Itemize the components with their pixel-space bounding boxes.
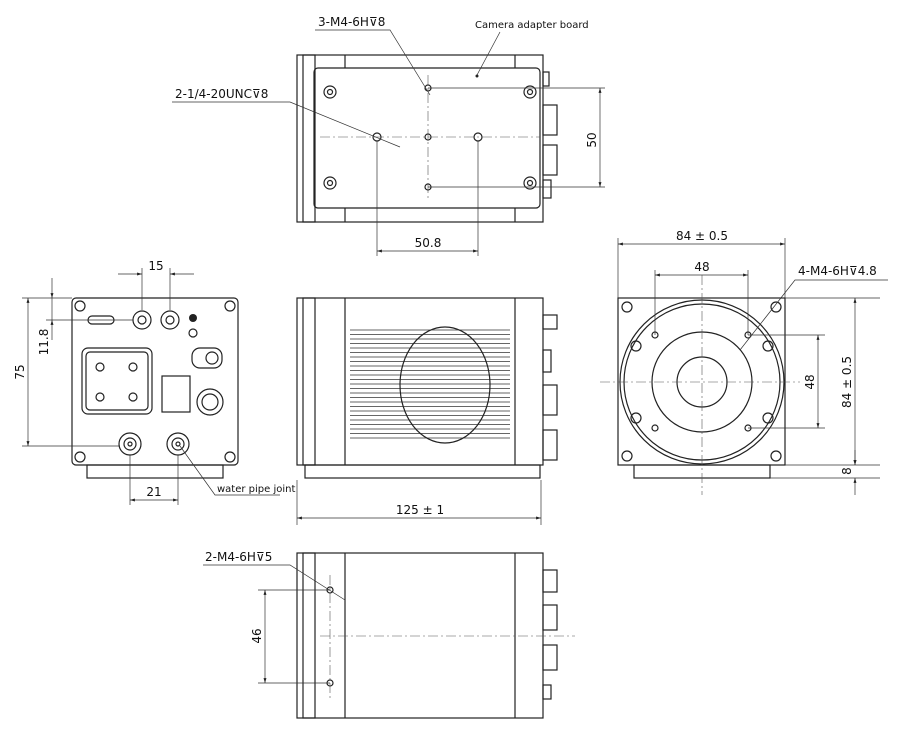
- label-front-m4: 4-M4-6H⊽4.8: [798, 264, 877, 278]
- mount-holes: [323, 85, 537, 190]
- label-water-pipe: water pipe joint: [217, 484, 295, 495]
- label-unc: 2-1/4-20UNC⊽8: [175, 87, 268, 101]
- dim-front-48v: 48: [803, 374, 817, 389]
- dim-back-75: 75: [13, 364, 27, 379]
- label-bottom-m4: 2-M4-6H⊽5: [205, 550, 272, 564]
- dim-front-width: 84 ± 0.5: [676, 229, 728, 243]
- label-top-m4: 3-M4-6H⊽8: [318, 15, 385, 29]
- dim-front-48h: 48: [694, 260, 709, 274]
- back-view: 15 75 11.8 21 water pipe joint: [13, 259, 295, 505]
- top-view: 50 50.8 3-M4-6H⊽8 2-1/4-20UNC⊽8 Camera a…: [172, 15, 605, 256]
- dim-front-height: 84 ± 0.5: [840, 356, 854, 408]
- dim-back-15: 15: [148, 259, 163, 273]
- label-adapter-board: Camera adapter board: [475, 20, 589, 31]
- cooling-fins: [350, 329, 510, 439]
- front-view: 84 ± 0.5 48 48 84 ± 0.5 8 4-M4-6H⊽4.8: [600, 229, 888, 495]
- bottom-view: 46 2-M4-6H⊽5: [203, 550, 575, 719]
- water-pipe-joints: [118, 432, 190, 456]
- dim-top-50: 50: [585, 132, 599, 147]
- dim-back-21: 21: [146, 485, 161, 499]
- dim-top-508: 50.8: [415, 236, 442, 250]
- dim-length: 125 ± 1: [396, 503, 444, 517]
- side-view: 125 ± 1: [296, 297, 558, 525]
- dim-front-8: 8: [840, 467, 854, 475]
- dim-back-118: 11.8: [37, 329, 51, 356]
- dim-bottom-46: 46: [250, 628, 264, 643]
